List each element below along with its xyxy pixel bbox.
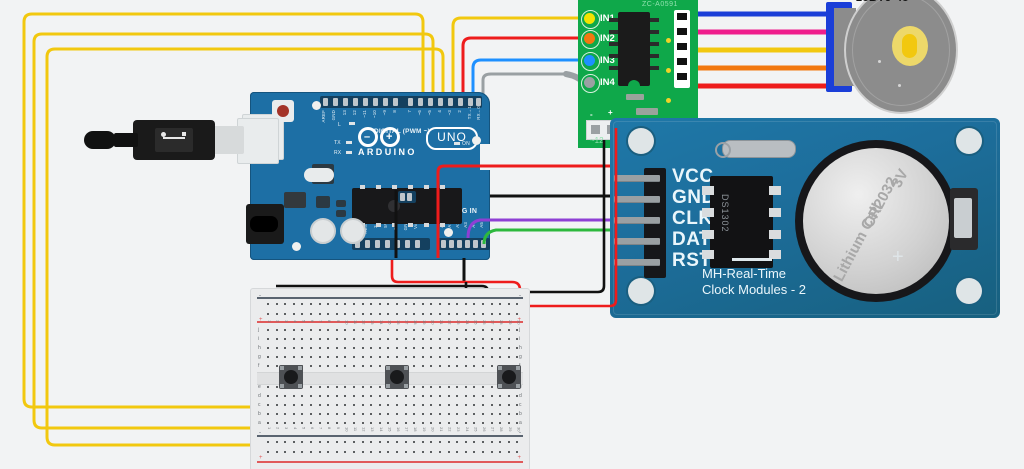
bottom-plus-rail xyxy=(257,461,523,463)
mount-hole-br xyxy=(956,278,982,304)
regulator-pad xyxy=(304,168,334,182)
led-label-on: ON xyxy=(462,141,470,147)
usb-a-plug xyxy=(133,120,215,160)
led-label-tx: TX xyxy=(334,140,341,146)
silkscreen-dash xyxy=(732,258,772,261)
power-plus-mark: + xyxy=(608,108,613,117)
ds1302-rtc-module: VCC GND CLK DAT RST DS1302 Lithium Cell … xyxy=(610,118,1000,318)
wire-pin5-to-in4 xyxy=(481,72,566,97)
wire-rtc-vcc-return xyxy=(530,128,618,308)
top-plus-rail xyxy=(257,321,523,323)
rtc-name-line2: Clock Modules - 2 xyxy=(702,282,807,297)
stepper-motor-28byj48: 28BYJ-48 xyxy=(826,0,958,132)
smd-component-3 xyxy=(336,210,346,217)
arduino-logo: –+ UNO ARDUINO xyxy=(358,125,478,157)
in4-led xyxy=(584,77,595,88)
motor-shaft-boss xyxy=(892,26,928,66)
rtc-pin-dat: DAT xyxy=(672,229,712,250)
mount-hole-tr xyxy=(956,128,982,154)
wire-a4-to-dat xyxy=(482,228,618,245)
uln2003a-chip xyxy=(618,12,650,87)
arduino-uno-board: AREF GND 13 12 ~11 ~10 ~9 8 7 ~6 ~5 4 ~3… xyxy=(242,92,490,260)
wire-pin11-to-button2 xyxy=(32,32,435,430)
wire-pin7-to-in2 xyxy=(461,36,590,97)
in4-label: IN4 xyxy=(600,77,615,88)
barrel-power-jack[interactable] xyxy=(246,204,284,244)
wire-a5-to-clk xyxy=(466,218,618,239)
rail-plus-bottom-right: + xyxy=(517,455,521,461)
breadboard[interactable]: - - + + - - + + jjiihhggffeeddccbbaa 112… xyxy=(250,288,530,469)
rail-minus-top-right: - xyxy=(519,293,521,299)
smd-component xyxy=(316,196,330,208)
rail-plus-top-right: + xyxy=(517,317,521,323)
bottom-minus-rail xyxy=(257,435,523,437)
wire-5v-to-vcc xyxy=(436,164,618,258)
digital-header-label: DIGITAL (PWM ~) xyxy=(374,128,431,135)
smd-component-2 xyxy=(336,200,346,207)
ds1302-chip: DS1302 xyxy=(702,176,781,268)
top-minus-rail xyxy=(257,297,523,299)
rail-minus-bottom-left: - xyxy=(259,430,261,436)
driver-silkscreen-id: ZC-A0591 xyxy=(642,1,678,8)
in2-led xyxy=(584,33,595,44)
voltage-regulator xyxy=(284,192,306,208)
rtc-pin-vcc: VCC xyxy=(672,166,714,187)
rail-minus-bottom-right: - xyxy=(519,430,521,436)
battery-holder: Lithium Cell CR2032 3V xyxy=(795,140,957,302)
rtc-crystal xyxy=(715,140,796,158)
usb-icon xyxy=(163,137,185,139)
wire-rtc-gnd-return xyxy=(530,140,606,294)
in3-label: IN3 xyxy=(600,55,615,66)
led-label-l: L xyxy=(338,122,341,128)
in2-label: IN2 xyxy=(600,33,615,44)
motor-body xyxy=(844,0,958,114)
infinity-icon: –+ xyxy=(358,127,402,147)
rtc-pin-rst: RST xyxy=(672,250,712,271)
arduino-wordmark: ARDUINO xyxy=(358,147,417,157)
motor-model-label: 28BYJ-48 xyxy=(856,0,909,4)
wire-pin8-to-in1 xyxy=(451,16,590,97)
rtc-board-name: MH-Real-Time Clock Modules - 2 xyxy=(702,266,806,298)
power-minus-mark: - xyxy=(590,110,593,119)
electrolytic-cap-1 xyxy=(310,218,336,244)
driver-power-text: ~12 xyxy=(590,136,604,145)
wire-pin6-to-in3 xyxy=(471,58,590,97)
mount-hole-bl xyxy=(628,278,654,304)
rail-minus-top-left: - xyxy=(259,293,261,299)
motor-output-header[interactable] xyxy=(674,10,690,88)
rtc-name-line1: MH-Real-Time xyxy=(702,266,787,281)
pushbutton-3[interactable] xyxy=(497,365,521,389)
mount-hole-tl xyxy=(628,128,654,154)
in3-led xyxy=(584,55,595,66)
digital-pin-header[interactable] xyxy=(320,96,482,108)
pushbutton-2[interactable] xyxy=(385,365,409,389)
board-notch xyxy=(480,144,490,170)
icsp-header[interactable] xyxy=(398,191,416,203)
rail-plus-bottom-left: + xyxy=(259,455,263,461)
pushbutton-1[interactable] xyxy=(279,365,303,389)
cr2032-battery: Lithium Cell CR2032 3V xyxy=(803,148,949,294)
in1-label: IN1 xyxy=(600,13,615,24)
usb-cable-end xyxy=(84,131,116,149)
battery-clip xyxy=(950,188,978,250)
battery-polarity-plus: + xyxy=(892,246,904,268)
wire-pin10-to-button3 xyxy=(45,47,508,447)
led-label-rx: RX xyxy=(334,150,342,156)
usb-b-plug-shell xyxy=(237,118,279,164)
usb-strain-relief xyxy=(114,133,138,147)
rtc-pin-header[interactable] xyxy=(614,168,666,278)
reset-button[interactable] xyxy=(272,100,294,122)
electrolytic-cap-2 xyxy=(340,218,366,244)
rail-plus-top-left: + xyxy=(259,317,263,323)
in1-led xyxy=(584,13,595,24)
wire-pin12-to-button1 xyxy=(22,12,425,409)
